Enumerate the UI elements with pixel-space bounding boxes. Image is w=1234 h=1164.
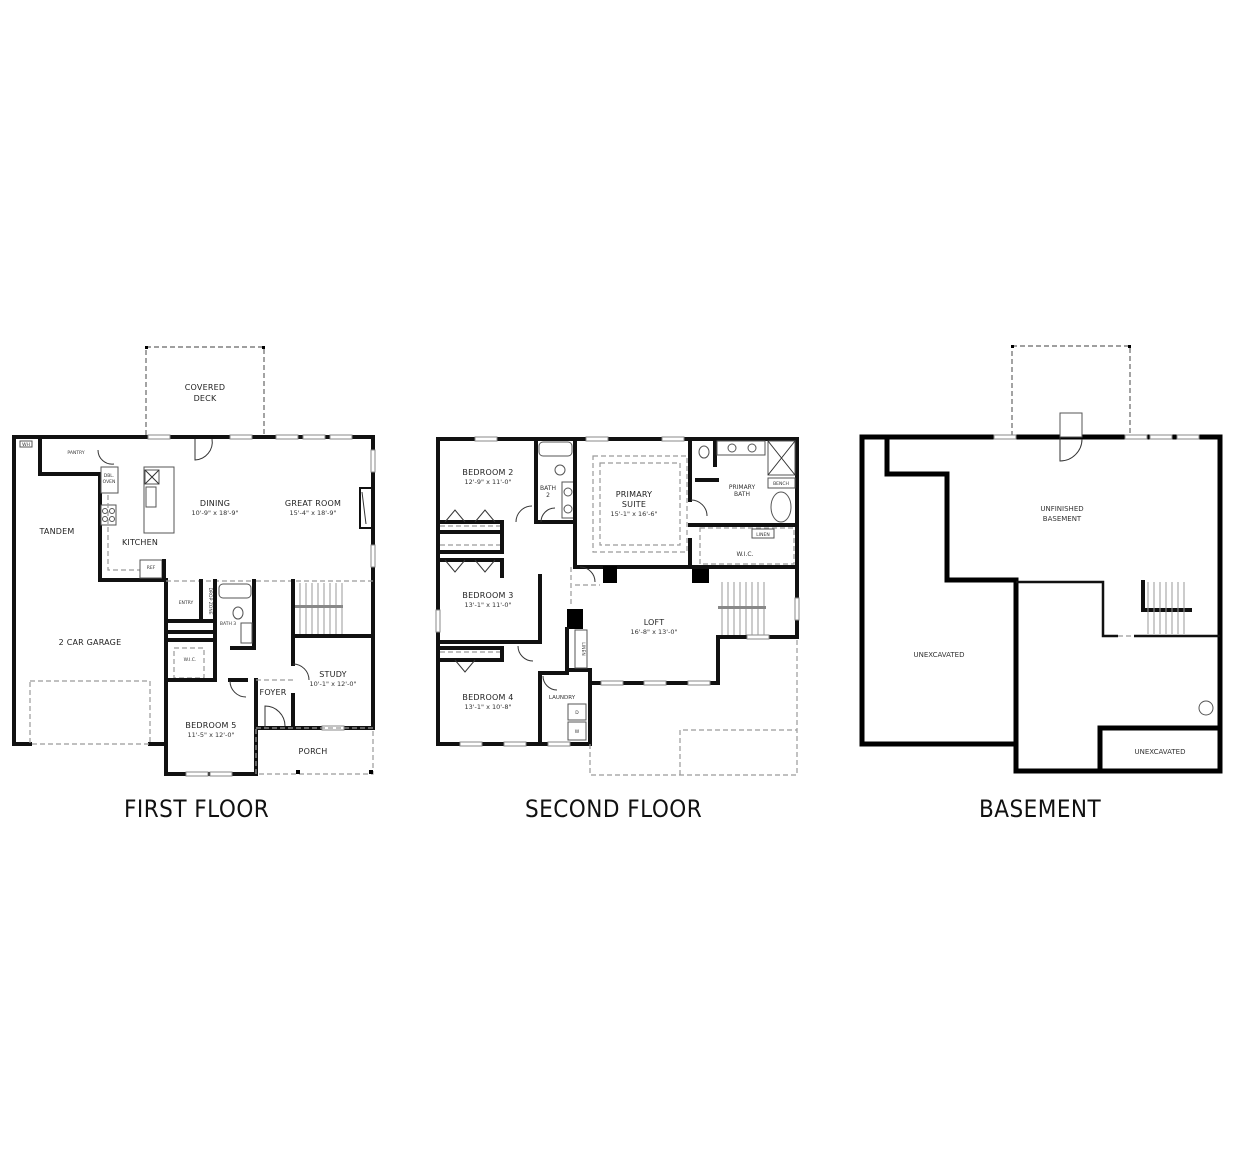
bedroom4-dims: 13'-1" x 10'-8" bbox=[464, 703, 511, 711]
kitchen-label: KITCHEN bbox=[122, 538, 158, 547]
washer bbox=[567, 721, 587, 741]
primary-bath-label: PRIMARY bbox=[729, 484, 756, 491]
loft-label: LOFT bbox=[644, 618, 665, 627]
vanity bbox=[240, 622, 253, 644]
primary-bath-label-2: BATH bbox=[734, 491, 750, 498]
bench bbox=[767, 477, 796, 489]
bedroom5-label: BEDROOM 5 bbox=[185, 721, 236, 730]
foyer-label: FOYER bbox=[260, 688, 287, 697]
bedroom2-dims: 12'-9" x 11'-0" bbox=[464, 478, 511, 486]
bedroom5-dims: 11'-5" x 12'-0" bbox=[187, 731, 234, 739]
pantry-wall bbox=[38, 435, 102, 476]
garage-label: 2 CAR GARAGE bbox=[59, 638, 122, 647]
study-label: STUDY bbox=[319, 670, 346, 679]
covered-deck-label-2: DECK bbox=[194, 394, 217, 403]
bath2-label: BATH bbox=[540, 485, 556, 492]
bedroom3-label: BEDROOM 3 bbox=[462, 591, 513, 600]
covered-deck-label: COVERED bbox=[185, 383, 225, 392]
water-heater bbox=[19, 440, 33, 448]
primary-wic-label: W.I.C. bbox=[737, 551, 754, 558]
primary-wic bbox=[699, 527, 795, 565]
bath3-label: BATH 3 bbox=[220, 621, 236, 627]
refrigerator-label: REF bbox=[147, 565, 156, 571]
second-floor-plan: BEDROOM 2 12'-9" x 11'-0" BATH 2 BEDROOM… bbox=[435, 436, 800, 776]
water-heater-label: WH bbox=[22, 442, 30, 448]
bench-label: BENCH bbox=[773, 481, 789, 487]
garage-wall-left bbox=[12, 435, 32, 746]
linen-lower-label: LINEN bbox=[580, 642, 586, 655]
porch-label: PORCH bbox=[299, 747, 328, 756]
oven-label: DBL. bbox=[104, 473, 115, 479]
linen-closet bbox=[574, 629, 588, 669]
exterior-wall-top bbox=[12, 435, 375, 583]
bedroom4-label: BEDROOM 4 bbox=[462, 693, 513, 702]
second-floor-title: SECOND FLOOR bbox=[525, 795, 703, 823]
garage-door-outline bbox=[29, 680, 151, 745]
dining-dims: 10'-9" x 18'-9" bbox=[191, 509, 238, 517]
first-floor-title: FIRST FLOOR bbox=[124, 795, 270, 823]
double-vanity bbox=[716, 440, 766, 456]
bedroom3-dims: 13'-1" x 11'-0" bbox=[464, 601, 511, 609]
unfinished-basement-label-2: BASEMENT bbox=[1043, 515, 1082, 523]
porch-outline bbox=[255, 727, 374, 775]
drop-zone-label: DROP ZONE bbox=[207, 587, 213, 614]
kitchen-garage-wall bbox=[98, 472, 168, 746]
bathtub-2 bbox=[538, 441, 573, 457]
great-room-label: GREAT ROOM bbox=[285, 499, 341, 508]
covered-deck-outline bbox=[145, 346, 265, 438]
dryer bbox=[567, 703, 587, 721]
great-room-dims: 15'-4" x 18'-9" bbox=[289, 509, 336, 517]
dryer-label: D bbox=[575, 710, 579, 716]
wic-closet bbox=[173, 647, 205, 679]
double-oven bbox=[100, 466, 119, 494]
bathtub bbox=[218, 583, 252, 599]
sump-pit bbox=[1198, 700, 1214, 716]
tray-ceiling-outer bbox=[592, 455, 688, 553]
bedroom2-label: BEDROOM 2 bbox=[462, 468, 513, 477]
first-floor-plan: COVERED DECK PANTRY WH DBL. OVEN bbox=[12, 346, 376, 777]
basement-title: BASEMENT bbox=[979, 795, 1102, 823]
primary-suite-label: PRIMARY bbox=[616, 490, 652, 499]
bath2-label-2: 2 bbox=[546, 492, 550, 499]
first-floor-stairs bbox=[291, 579, 375, 638]
deck-door bbox=[194, 438, 213, 461]
second-floor-stairs bbox=[718, 582, 766, 635]
basement-stairs bbox=[1141, 580, 1192, 634]
loft-dims: 16'-8" x 13'-0" bbox=[630, 628, 677, 636]
primary-suite-dims: 15'-1" x 16'-6" bbox=[610, 510, 657, 518]
basement-plan: UNFINISHED BASEMENT UNEXCAVATED UNEXCAVA… bbox=[859, 345, 1223, 774]
entry-label: ENTRY bbox=[179, 600, 194, 606]
tandem-label: TANDEM bbox=[38, 527, 74, 536]
toilet bbox=[232, 606, 244, 620]
dining-label: DINING bbox=[200, 499, 230, 508]
basement-outer-wall bbox=[859, 434, 1223, 774]
washer-label: W bbox=[575, 729, 580, 735]
wic-label: W.I.C. bbox=[184, 657, 197, 663]
fireplace bbox=[359, 487, 372, 529]
oven-label-2: OVEN bbox=[103, 479, 116, 485]
laundry-label: LAUNDRY bbox=[549, 695, 576, 701]
unfinished-basement-label: UNFINISHED bbox=[1040, 505, 1083, 513]
pantry-label: PANTRY bbox=[67, 450, 84, 456]
unexcavated-right-label: UNEXCAVATED bbox=[1135, 748, 1186, 756]
primary-suite-label-2: SUITE bbox=[622, 500, 646, 509]
soaking-tub bbox=[770, 491, 792, 523]
linen-upper-label: LINEN bbox=[756, 532, 769, 538]
unexcavated-left-label: UNEXCAVATED bbox=[914, 651, 965, 659]
bedroom5-wall-bottom bbox=[164, 742, 258, 776]
study-dims: 10'-1" x 12'-0" bbox=[309, 680, 356, 688]
exterior-wall-top-2 bbox=[436, 437, 799, 583]
tray-ceiling-inner bbox=[599, 462, 681, 546]
